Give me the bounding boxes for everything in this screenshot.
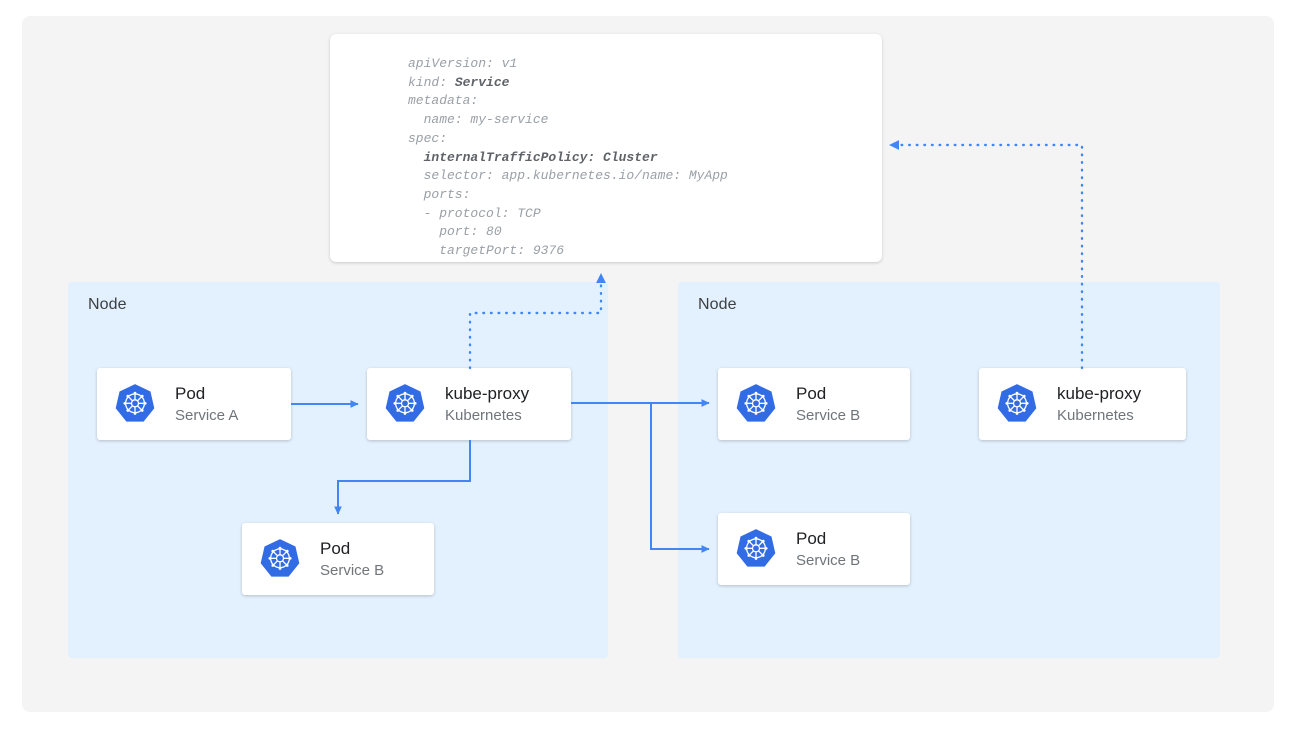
kubernetes-logo-icon <box>113 382 157 426</box>
service-manifest-card: apiVersion: v1 kind: Service metadata: n… <box>330 34 882 262</box>
kubernetes-logo-icon <box>383 382 427 426</box>
card-subtitle: Service B <box>796 551 861 569</box>
card-subtitle: Kubernetes <box>1057 406 1134 424</box>
card-text-pod-service-b-right-bottom: Pod Service B <box>796 528 860 571</box>
card-text-kube-proxy-right: kube-proxy Kubernetes <box>1057 383 1141 426</box>
service-manifest-code: apiVersion: v1 kind: Service metadata: n… <box>408 56 728 259</box>
node-container-left: Node <box>68 282 608 658</box>
node-label-left: Node <box>88 296 127 313</box>
card-title: kube-proxy <box>1057 383 1142 403</box>
kubernetes-logo-icon <box>995 382 1039 426</box>
card-title: kube-proxy <box>445 383 530 403</box>
card-subtitle: Service B <box>796 406 861 424</box>
node-container-right: Node <box>678 282 1220 658</box>
card-title: Pod <box>796 528 827 548</box>
kubernetes-logo-icon <box>734 382 778 426</box>
card-subtitle: Kubernetes <box>445 406 522 424</box>
card-text-pod-service-a: Pod Service A <box>175 383 238 426</box>
card-subtitle: Service B <box>320 561 385 579</box>
node-label-right: Node <box>698 296 737 313</box>
card-pod-service-b-left[interactable]: Pod Service B <box>242 523 434 595</box>
card-text-pod-service-b-left: Pod Service B <box>320 538 384 581</box>
card-pod-service-b-right-bottom[interactable]: Pod Service B <box>718 513 910 585</box>
card-pod-service-a[interactable]: Pod Service A <box>97 368 291 440</box>
card-title: Pod <box>175 383 206 403</box>
diagram-canvas: Node Node apiVersion: v1 kind: Service m… <box>22 16 1274 712</box>
card-subtitle: Service A <box>175 406 239 424</box>
card-text-kube-proxy-left: kube-proxy Kubernetes <box>445 383 529 426</box>
card-kube-proxy-right[interactable]: kube-proxy Kubernetes <box>979 368 1186 440</box>
kubernetes-logo-icon <box>734 527 778 571</box>
card-text-pod-service-b-right-top: Pod Service B <box>796 383 860 426</box>
card-kube-proxy-left[interactable]: kube-proxy Kubernetes <box>367 368 571 440</box>
card-title: Pod <box>796 383 827 403</box>
kubernetes-logo-icon <box>258 537 302 581</box>
card-pod-service-b-right-top[interactable]: Pod Service B <box>718 368 910 440</box>
card-title: Pod <box>320 538 351 558</box>
